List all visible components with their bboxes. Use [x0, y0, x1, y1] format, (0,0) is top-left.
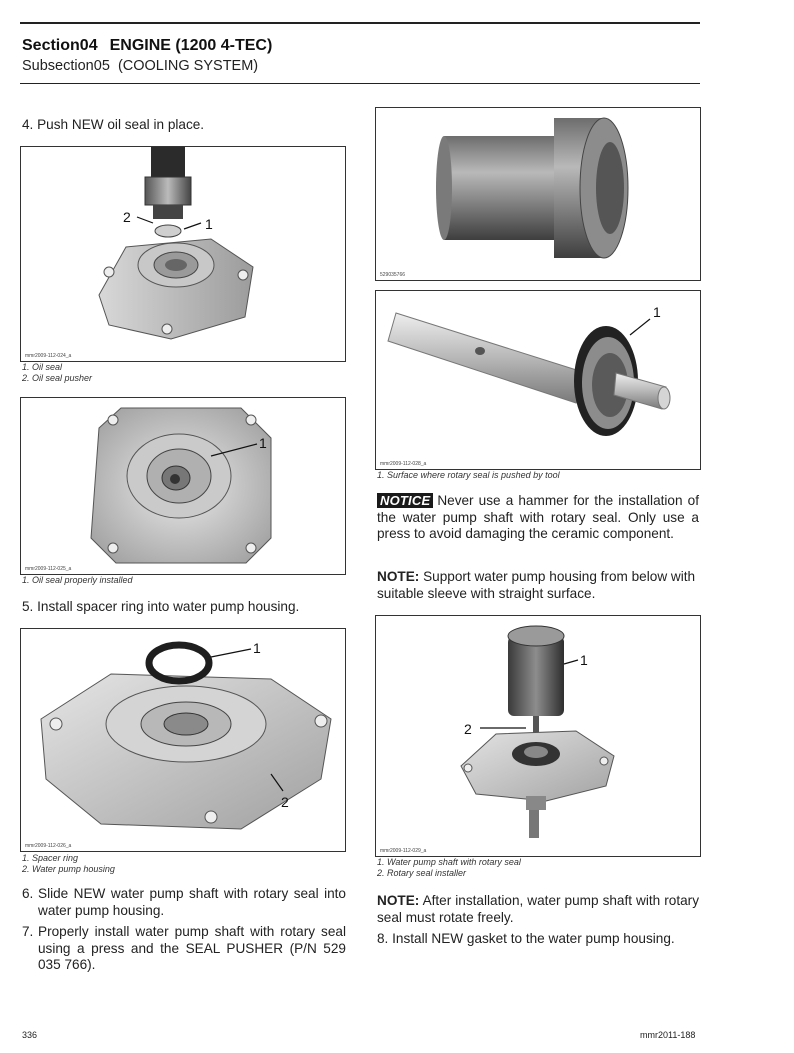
figure-seal-pusher-tool: 529035766 — [375, 107, 701, 281]
note-support-housing: NOTE: Support water pump housing from be… — [377, 569, 696, 601]
step-6: 6. Slide NEW water pump shaft with rotar… — [22, 886, 346, 918]
figure-oil-seal-pusher: 2 1 mmr2009-112-024_a — [20, 146, 346, 362]
step-7: 7. Properly install water pump shaft wit… — [22, 924, 346, 972]
callout-2: 2 — [464, 721, 472, 737]
figure-id: mmr2009-112-024_a — [25, 353, 72, 359]
figure-6-caption: 1. Water pump shaft with rotary seal 2. … — [377, 857, 521, 878]
page-number: 336 — [22, 1030, 38, 1040]
figure-id: mmr2009-112-025_a — [25, 566, 72, 572]
callout-2: 2 — [123, 209, 131, 225]
oil-seal-installed-illustration: 1 — [90, 407, 272, 564]
notice-badge: NOTICE — [377, 493, 434, 508]
figure-oil-seal-installed: 1 mmr2009-112-025_a — [20, 397, 346, 575]
figure-id: mmr2009-112-029_a — [380, 848, 427, 854]
step-4: 4. Push NEW oil seal in place. — [22, 117, 205, 132]
note-rotate-freely: NOTE: After installation, water pump sha… — [377, 893, 699, 925]
callout-1: 1 — [205, 216, 213, 232]
callout-1: 1 — [580, 652, 588, 668]
spacer-ring-illustration: 1 2 — [40, 640, 332, 830]
document-code: mmr2011-188 — [640, 1030, 696, 1040]
callout-2: 2 — [281, 794, 289, 810]
figure-id: mmr2009-112-026_a — [25, 843, 72, 849]
figure-id: mmr2009-112-028_a — [380, 461, 427, 467]
step-5: 5. Install spacer ring into water pump h… — [22, 599, 300, 614]
figure-id: 529035766 — [380, 272, 406, 278]
oil-seal-pusher-illustration: 2 1 — [98, 147, 254, 340]
rotary-seal-installer-illustration: 1 2 — [460, 625, 615, 838]
figure-3-caption: 1. Spacer ring 2. Water pump housing — [22, 853, 115, 874]
step-8: 8. Install NEW gasket to the water pump … — [377, 931, 675, 946]
callout-1: 1 — [653, 304, 661, 320]
figure-2-caption: 1. Oil seal properly installed — [22, 575, 133, 585]
header-bottom-rule — [20, 83, 700, 84]
callout-1: 1 — [259, 435, 267, 451]
header-top-rule — [20, 22, 700, 24]
figure-1-caption: 1. Oil seal 2. Oil seal pusher — [22, 362, 93, 383]
figure-rotary-seal-installer: 1 2 mmr2009-112-029_a — [375, 615, 701, 857]
figure-5-caption: 1. Surface where rotary seal is pushed b… — [377, 470, 560, 480]
seal-pusher-tool-illustration — [436, 117, 629, 259]
rotary-seal-shaft-illustration: 1 — [387, 304, 671, 436]
subsection-heading: Subsection05 (COOLING SYSTEM) — [22, 58, 259, 74]
callout-1: 1 — [253, 640, 261, 656]
figure-spacer-ring: 1 2 mmr2009-112-026_a — [20, 628, 346, 852]
figure-rotary-seal-shaft: 1 mmr2009-112-028_a — [375, 290, 701, 470]
